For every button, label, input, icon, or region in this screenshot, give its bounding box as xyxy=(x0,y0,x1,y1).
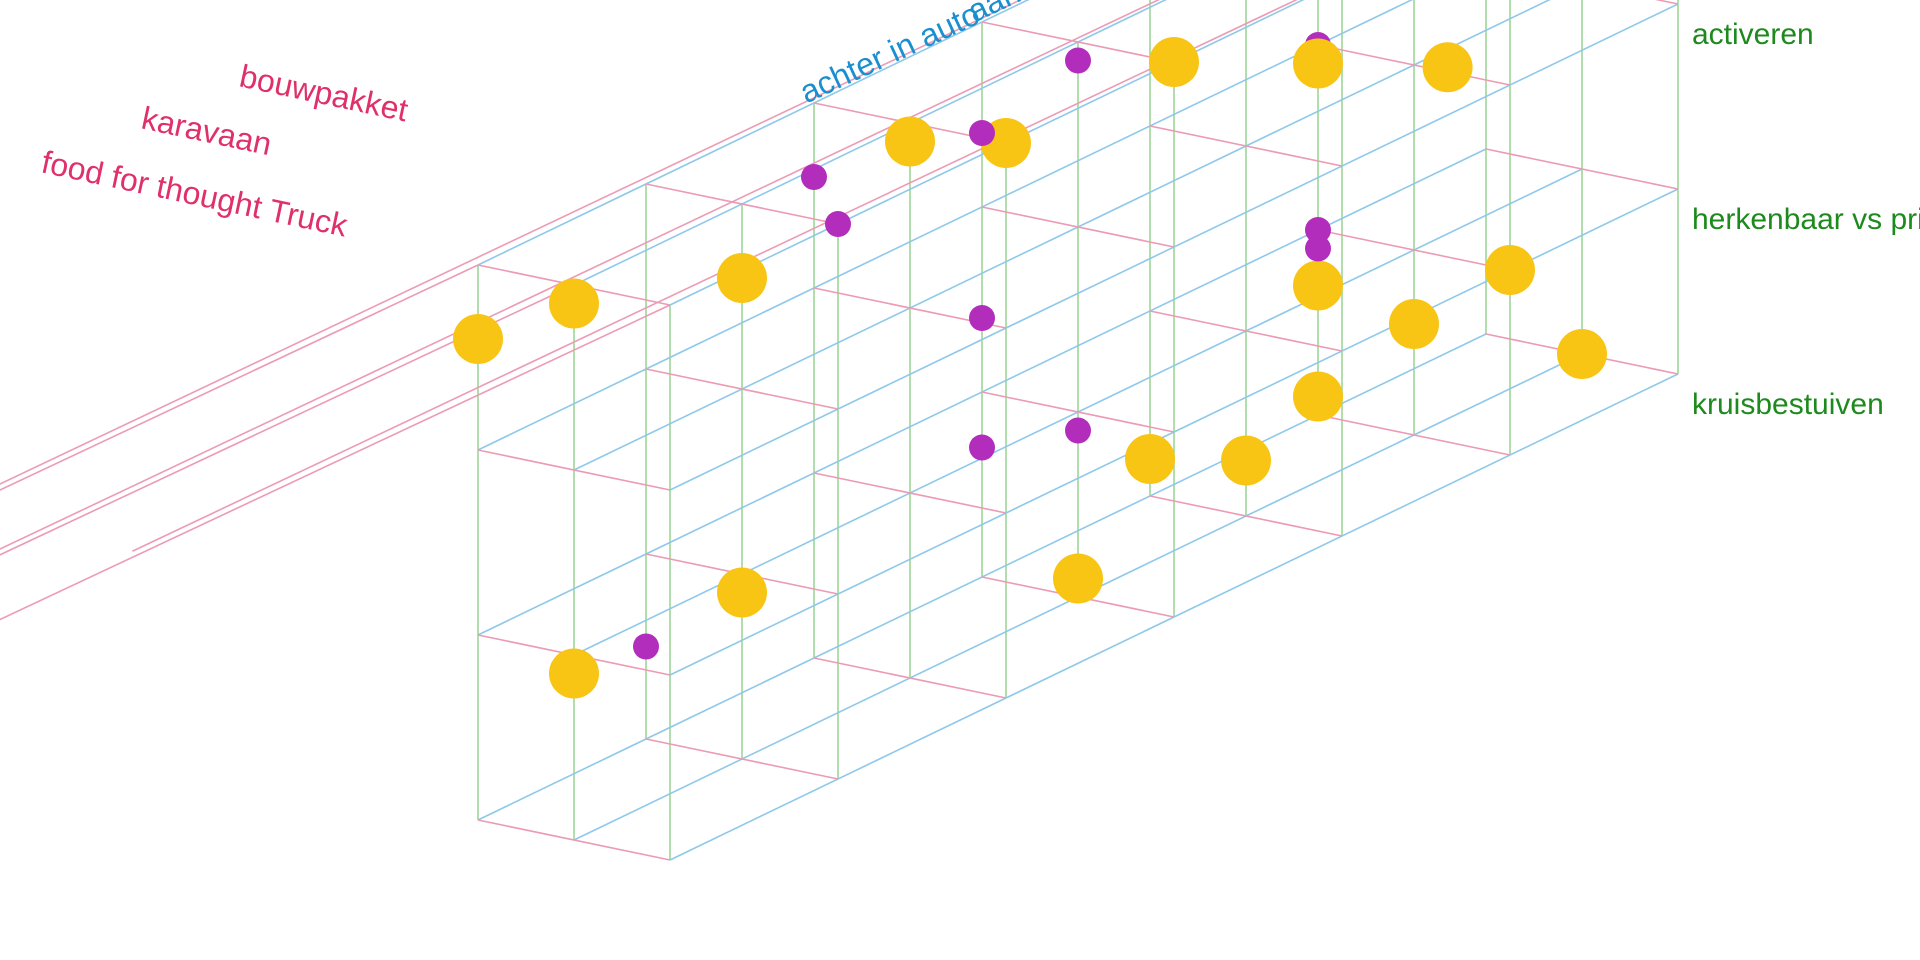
marker-big xyxy=(1389,299,1439,349)
marker-small xyxy=(969,120,995,146)
grid-width-line xyxy=(669,0,1305,306)
grid-depth-line xyxy=(1149,495,1343,537)
grid-depth-line xyxy=(477,819,671,861)
depth-axis-label: bouwpakket xyxy=(237,58,412,129)
marker-big xyxy=(1053,553,1103,604)
marker-big xyxy=(1422,42,1473,93)
grid-depth-line xyxy=(477,449,671,491)
grid-depth-label-line xyxy=(0,0,1160,550)
marker-small xyxy=(1305,217,1331,243)
grid-depth-line xyxy=(1317,229,1511,271)
grid-depth-line xyxy=(981,206,1175,248)
grid-depth-line xyxy=(1149,125,1343,167)
grid-depth-line xyxy=(1317,44,1511,86)
grid-depth-line xyxy=(645,183,839,225)
marker-small xyxy=(1065,47,1091,74)
marker-small xyxy=(801,164,827,190)
marker-big xyxy=(1293,260,1343,311)
marker-big xyxy=(885,116,935,167)
grid-width-line xyxy=(573,0,1167,286)
marker-big xyxy=(717,567,767,618)
grid-depth-line xyxy=(645,738,839,780)
height-axis-label: activeren xyxy=(1692,18,1814,51)
grid-depth-label-line xyxy=(0,0,1023,485)
grid-width-line xyxy=(477,0,1030,266)
marker-big xyxy=(1293,371,1343,422)
grid-depth-extension xyxy=(0,304,671,621)
grid-depth-extension xyxy=(0,284,575,556)
marker-small xyxy=(969,434,995,461)
grid-depth-line xyxy=(645,368,839,410)
marker-big xyxy=(1557,329,1607,379)
marker-big xyxy=(1293,38,1343,89)
depth-axis-label: food for thought Truck xyxy=(39,144,352,244)
marker-small xyxy=(825,211,851,237)
marker-big xyxy=(1485,245,1535,295)
grid-depth-extension xyxy=(0,264,479,491)
axis-labels: food for thought Truckkaravaanbouwpakket… xyxy=(39,0,1920,421)
marker-big xyxy=(549,648,599,699)
marker-small xyxy=(1065,417,1091,444)
grid-depth-line xyxy=(981,21,1175,63)
grid-depth-line xyxy=(813,657,1007,699)
marker-big xyxy=(1125,434,1175,484)
marker-small xyxy=(969,305,995,331)
marker-small xyxy=(633,633,659,660)
grid-depth-line xyxy=(1317,414,1511,456)
grid-depth-line xyxy=(1149,310,1343,352)
marker-big xyxy=(1149,37,1199,87)
grid-depth-line xyxy=(813,472,1007,514)
width-axis-label: aanhanger xyxy=(962,0,1116,29)
grid-lines xyxy=(0,0,1679,861)
marker-big xyxy=(717,253,767,303)
marker-big xyxy=(1221,435,1271,486)
height-axis-label: herkenbaar vs prikkelend xyxy=(1692,203,1920,236)
width-axis-label: achter in auto xyxy=(794,0,985,110)
markers xyxy=(453,32,1607,699)
grid-depth-line xyxy=(1485,148,1679,190)
depth-axis-label: karavaan xyxy=(139,100,275,163)
grid-depth-label-line xyxy=(132,0,1298,552)
height-axis-label: kruisbestuiven xyxy=(1692,388,1884,421)
grid-depth-line xyxy=(981,391,1175,433)
marker-small xyxy=(1305,235,1331,262)
marker-big xyxy=(453,314,503,364)
marker-big xyxy=(549,278,599,329)
